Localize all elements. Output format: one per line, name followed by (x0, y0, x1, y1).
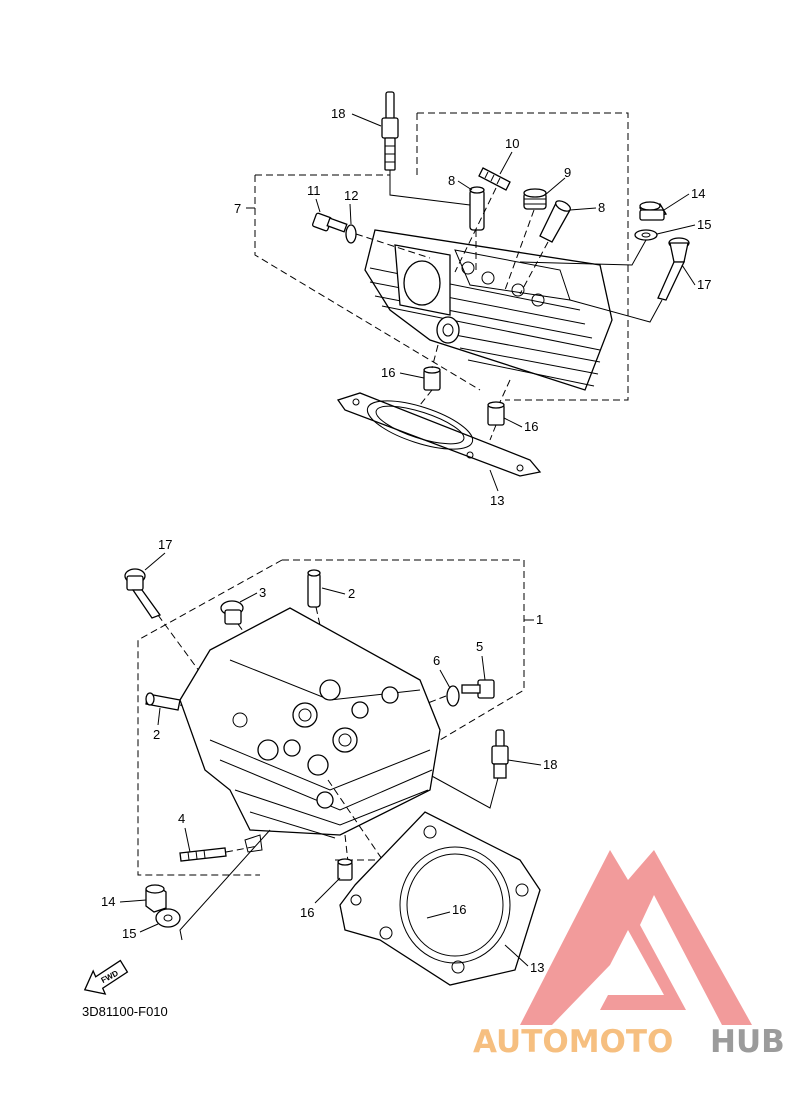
cylinder-head-body-top (364, 229, 613, 391)
washer-6 (446, 685, 460, 707)
callout-8-b: 8 (598, 200, 605, 215)
group-7-boundary (254, 112, 629, 401)
callout-11: 11 (307, 183, 321, 198)
callout-8-a: 8 (448, 173, 455, 188)
bolt-17-top (657, 237, 690, 301)
bolt-5 (461, 679, 495, 699)
valve-guide-2-top (307, 569, 321, 608)
callout-4: 4 (178, 811, 185, 826)
spark-plug-bottom (491, 729, 509, 779)
callout-10: 10 (505, 136, 519, 151)
spark-plug-top (381, 91, 399, 171)
valve-guide-8-left (469, 186, 485, 231)
plug-3 (220, 600, 244, 625)
callout-16-bottom-b: 16 (452, 902, 466, 917)
seal-9 (523, 188, 547, 210)
callout-13-bottom: 13 (530, 960, 544, 975)
stud-10 (478, 167, 511, 191)
callout-17-top: 17 (697, 277, 711, 292)
top-labels: 18 10 8 9 8 7 11 12 14 15 17 16 16 13 (234, 106, 711, 508)
washer-12 (345, 224, 357, 244)
callout-3: 3 (259, 585, 266, 600)
head-gasket-13-top (336, 392, 542, 477)
washer-15-bottom (155, 908, 181, 928)
bottom-labels: 17 3 2 1 6 5 2 18 4 14 15 16 16 13 (101, 537, 557, 975)
valve-guide-2-left (145, 692, 181, 711)
head-gasket-13-bottom (339, 811, 541, 986)
dowel-16-top-left (423, 366, 441, 391)
cap-nut-14-bottom (145, 884, 167, 913)
callout-5: 5 (476, 639, 483, 654)
stud-4 (179, 847, 227, 862)
callout-16-top-a: 16 (381, 365, 395, 380)
cylinder-head-body-bottom (179, 607, 441, 853)
callout-2-a: 2 (348, 586, 355, 601)
callout-6: 6 (433, 653, 440, 668)
forward-arrow-icon: FWD (83, 959, 129, 995)
callout-16-bottom-a: 16 (300, 905, 314, 920)
callout-17-bottom: 17 (158, 537, 172, 552)
watermark-logo: AUTOMOTO HUB (473, 850, 785, 1060)
washer-15-top (634, 229, 658, 241)
watermark-triangle-icon (520, 850, 752, 1025)
top-cylinder-head-assembly (254, 91, 690, 477)
callout-9: 9 (564, 165, 571, 180)
watermark-text-orange: AUTOMOTO (473, 1024, 673, 1060)
callout-15-bottom: 15 (122, 926, 136, 941)
callout-15-top: 15 (697, 217, 711, 232)
bolt-11 (312, 212, 348, 233)
drawing-code: 3D81100-F010 (82, 1004, 168, 1019)
watermark-text-gray: HUB (710, 1024, 785, 1060)
callout-7: 7 (234, 201, 241, 216)
callout-1: 1 (536, 612, 543, 627)
callout-18-top: 18 (331, 106, 345, 121)
dowel-16-top-right (487, 401, 505, 426)
bottom-cylinder-head-assembly (124, 559, 541, 986)
callout-2-b: 2 (153, 727, 160, 742)
callout-16-top-b: 16 (524, 419, 538, 434)
callout-12: 12 (344, 188, 358, 203)
callout-13-top: 13 (490, 493, 504, 508)
dowel-16-bottom-left (337, 858, 353, 881)
callout-14-top: 14 (691, 186, 705, 201)
callout-14-bottom: 14 (101, 894, 115, 909)
cap-nut-14-top (638, 201, 668, 221)
bolt-17-bottom (124, 568, 162, 619)
callout-18-bottom: 18 (543, 757, 557, 772)
